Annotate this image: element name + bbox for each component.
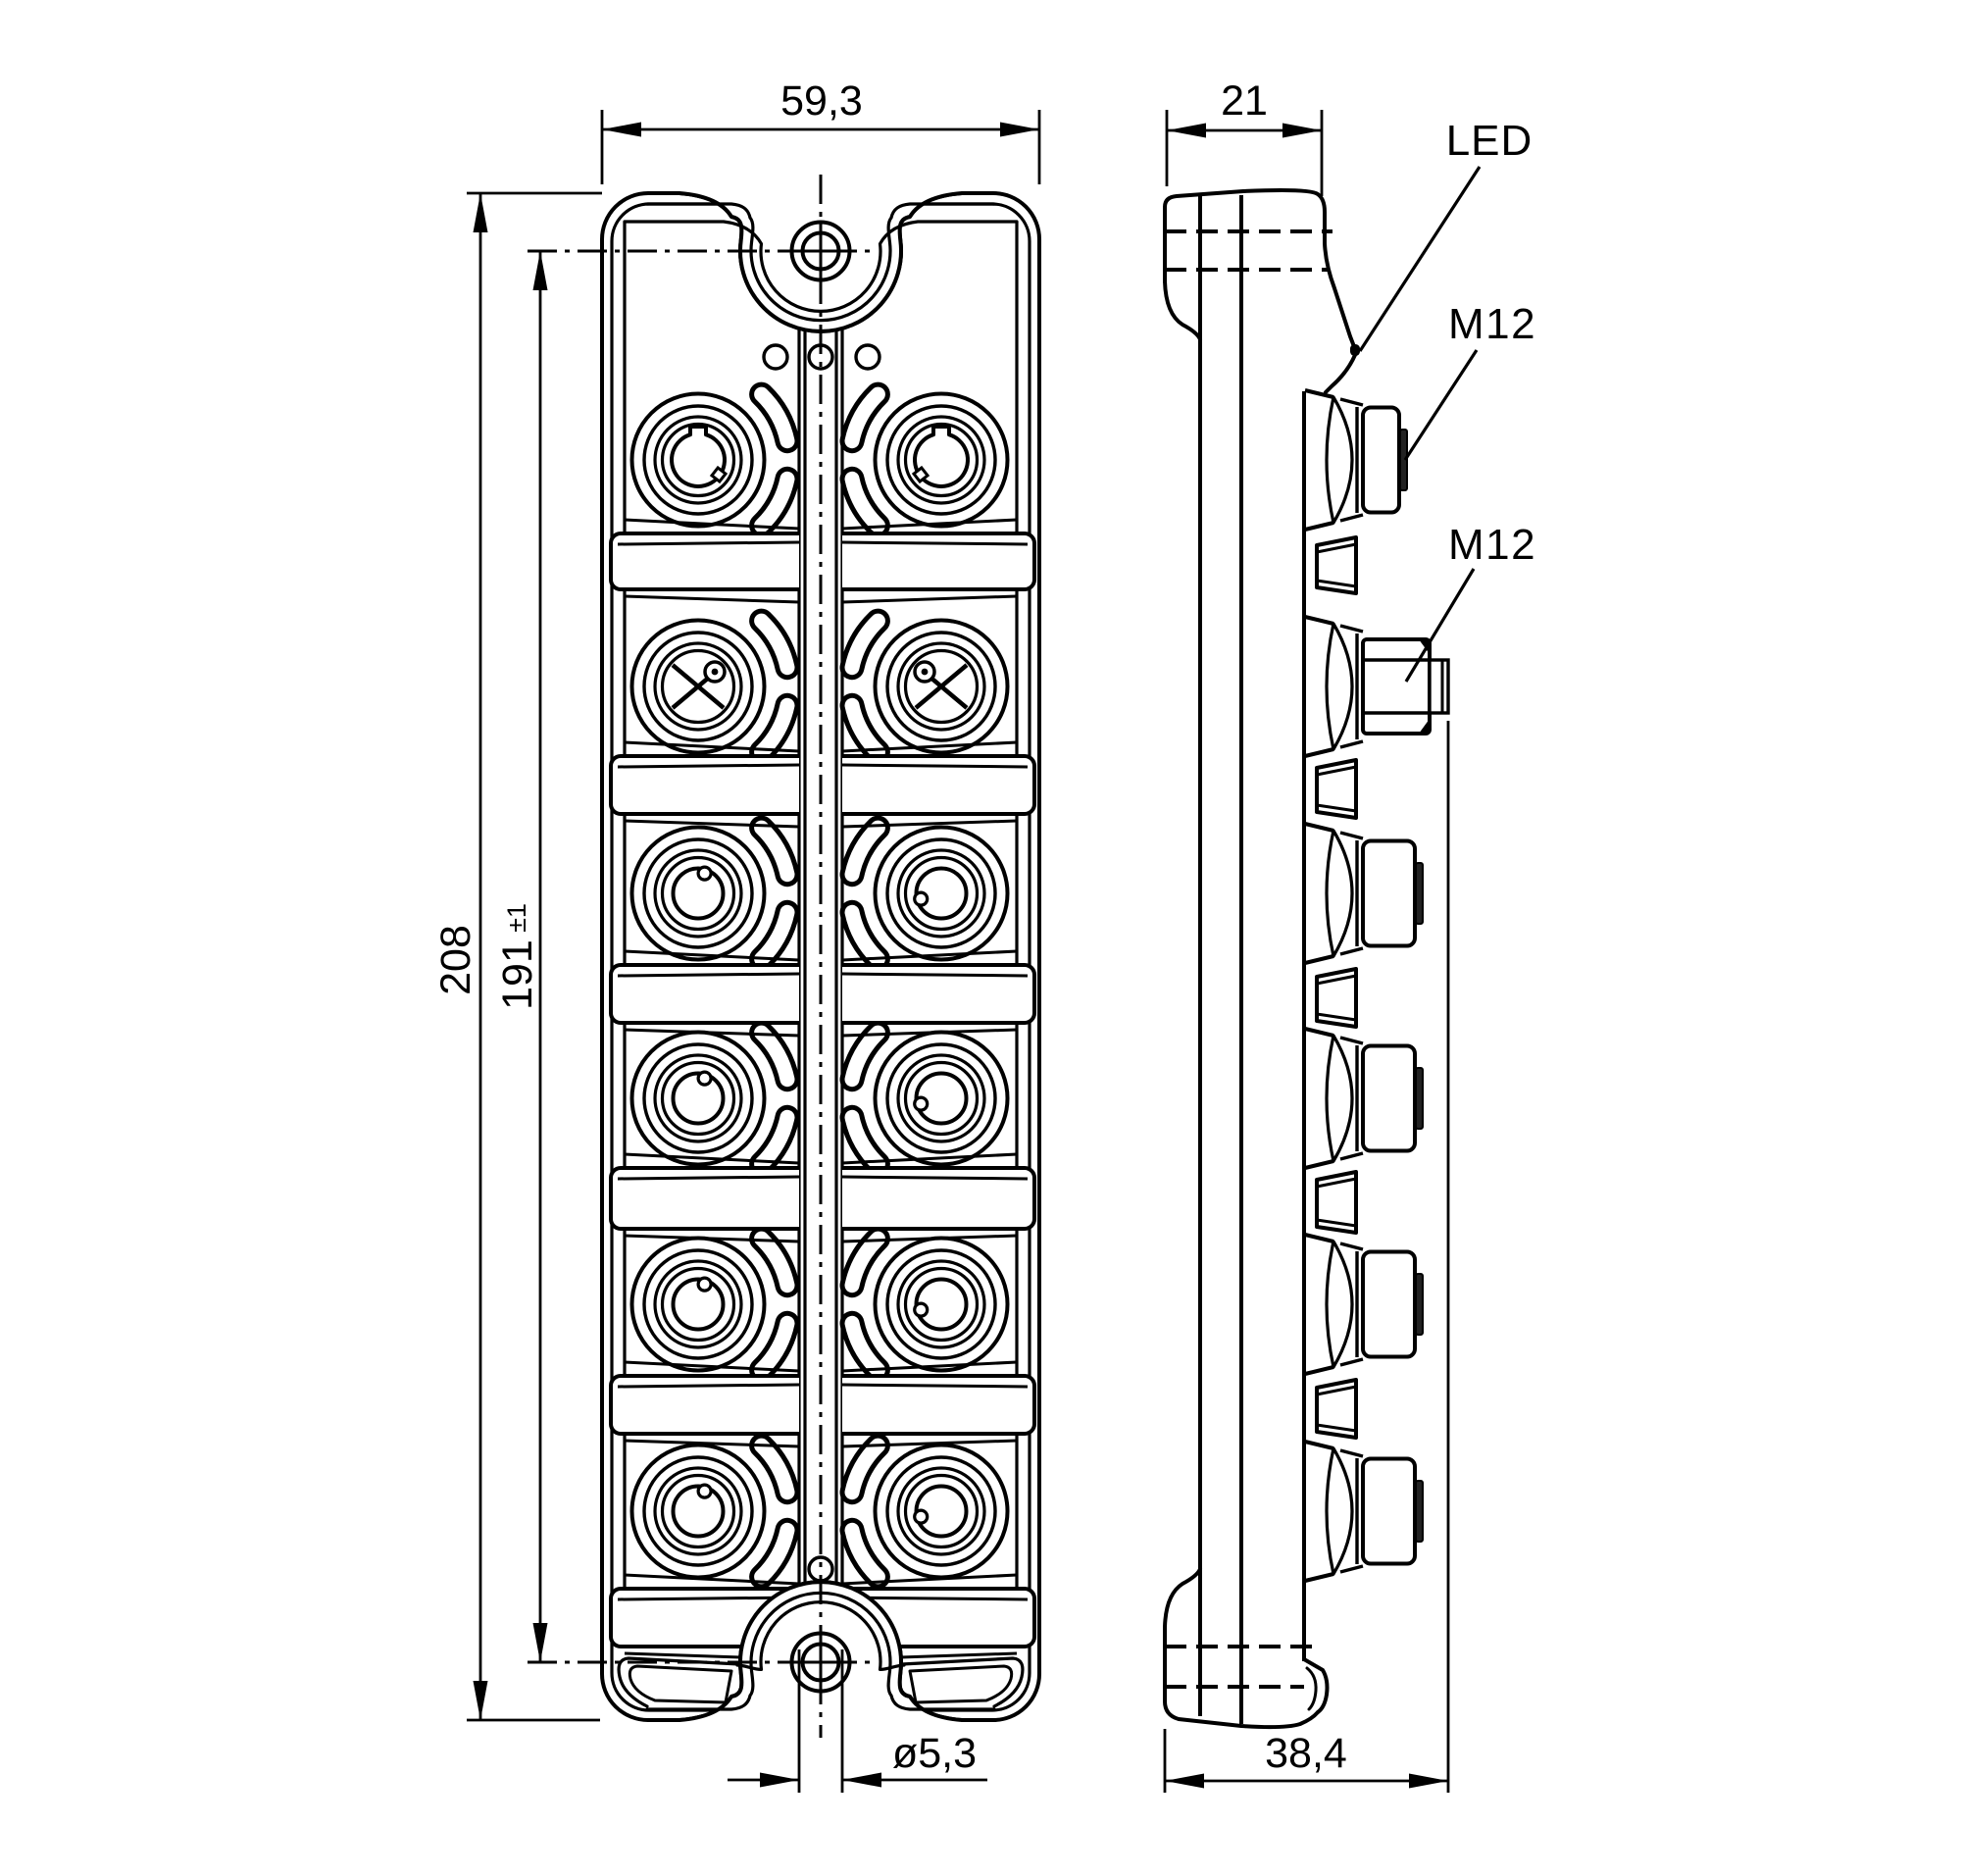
svg-text:59,3: 59,3	[780, 77, 863, 125]
svg-text:191: 191	[494, 939, 541, 1010]
svg-text:ø5,3: ø5,3	[892, 1730, 977, 1777]
svg-text:±1: ±1	[502, 903, 531, 933]
svg-text:M12: M12	[1448, 521, 1536, 569]
svg-text:38,4: 38,4	[1265, 1730, 1347, 1777]
svg-text:21: 21	[1221, 77, 1268, 125]
svg-text:208: 208	[432, 925, 479, 995]
svg-text:LED: LED	[1446, 117, 1534, 165]
svg-text:M12: M12	[1448, 300, 1536, 348]
